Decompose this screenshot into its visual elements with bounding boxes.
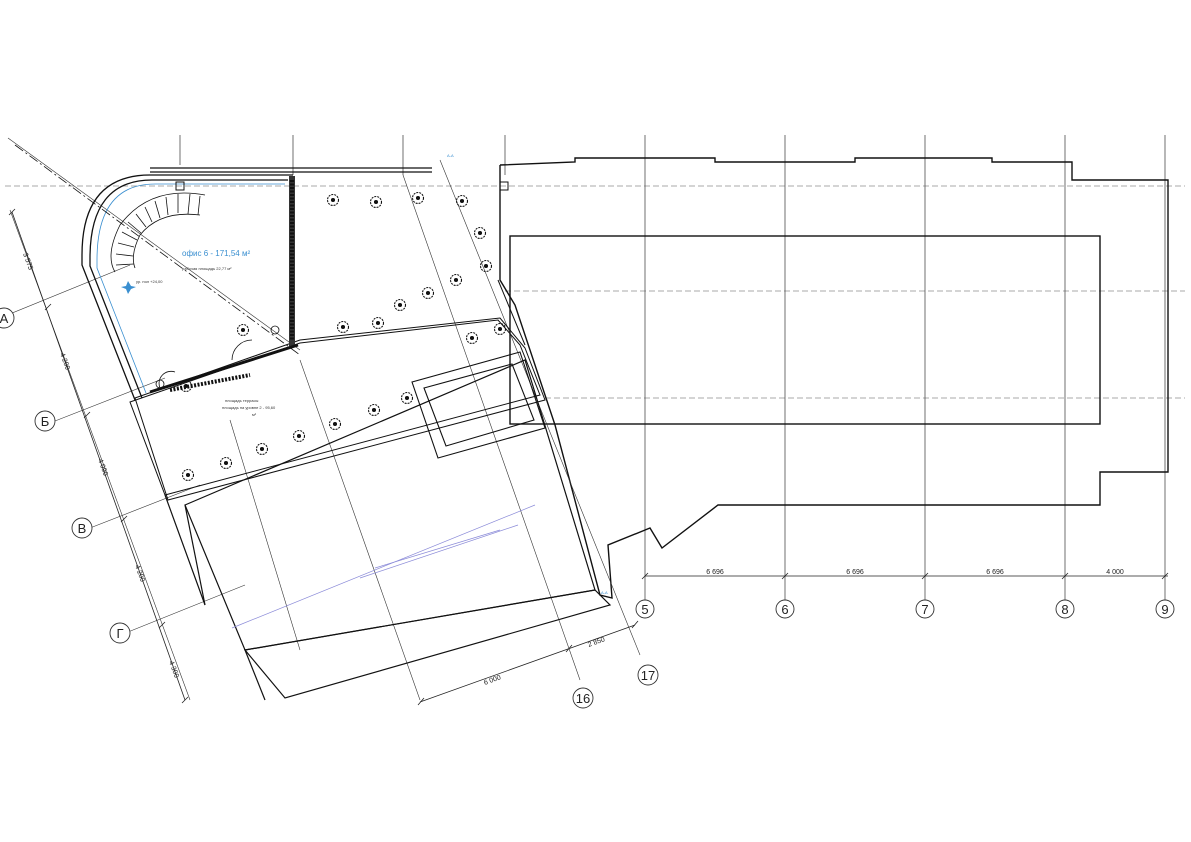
section-line [14, 144, 301, 356]
grid-axes-rotated [0, 137, 641, 701]
axis-bubbles-diagonal [572, 664, 659, 709]
axis-bubbles-numeric [635, 599, 1175, 619]
axis-label-9: 9 [1161, 602, 1168, 617]
shrub-center [371, 407, 377, 413]
axis-label-b: Б [41, 414, 50, 429]
shrub-icon [236, 323, 250, 337]
dimension-line-left [8, 208, 189, 704]
shrub-center [223, 460, 229, 466]
shrub-icon [255, 442, 269, 456]
shrub-icon [219, 456, 233, 470]
shrub-icon [367, 403, 381, 417]
axis-label-g: Г [116, 626, 123, 641]
shrub-center [425, 290, 431, 296]
shrub-icon [465, 331, 479, 345]
blue-markers [121, 281, 136, 294]
shrub-center [330, 197, 336, 203]
shrub-center [340, 324, 346, 330]
dimension-line-horizontal [641, 572, 1169, 580]
shrub-center [477, 230, 483, 236]
main-building-outline [499, 157, 1169, 599]
shrub-icon [181, 468, 195, 482]
shrub-center [259, 446, 265, 452]
spiral-stair-icon [110, 192, 206, 273]
dim-label-2: 6 696 [846, 569, 864, 576]
dim-left-3: 4 090 [96, 458, 109, 477]
shrub-center [397, 302, 403, 308]
dim-label-1: 6 696 [706, 569, 724, 576]
shrub-center [404, 395, 410, 401]
shrub-icon [179, 379, 193, 393]
axis-label-a: А [0, 311, 9, 326]
axis-bubbles-letter [0, 307, 131, 644]
shrub-icon [292, 429, 306, 443]
shrub-icon [493, 322, 507, 336]
shrub-icon [371, 316, 385, 330]
shrub-icon [326, 193, 340, 207]
axis-label-17: 17 [641, 668, 655, 683]
shrub-icon [473, 226, 487, 240]
shrub-icon [369, 195, 383, 209]
skylight-outline [411, 351, 546, 459]
terrace-label-2: площадь на уровне 2 - 95,60 [222, 405, 276, 410]
shrub-center [459, 198, 465, 204]
shrub-icon [455, 194, 469, 208]
axis-label-v: В [78, 521, 87, 536]
shrub-center [185, 472, 191, 478]
shrub-icon [479, 259, 493, 273]
shrub-center [375, 320, 381, 326]
section-mark-top: А-А [447, 153, 454, 158]
shrub-center [415, 195, 421, 201]
door-swings [155, 325, 280, 389]
shrub-center [183, 383, 189, 389]
dim-diag-1: 6 000 [483, 674, 502, 687]
terrace-label-1: площадь террасы [225, 398, 259, 403]
section-mark-bottom: А-А [601, 590, 608, 595]
axis-label-8: 8 [1061, 602, 1068, 617]
shrub-icon [393, 298, 407, 312]
terrace-label-3: м² [252, 412, 257, 417]
dim-left-5: 4 300 [167, 660, 180, 679]
shrub-group [179, 191, 507, 482]
dim-left-2: 4 200 [58, 352, 71, 371]
shrub-icon [400, 391, 414, 405]
axis-label-6: 6 [781, 602, 788, 617]
shrub-center [332, 421, 338, 427]
axis-label-5: 5 [641, 602, 648, 617]
shrub-icon [336, 320, 350, 334]
shrub-center [296, 433, 302, 439]
room-area-label: офис 6 - 171,54 м² [182, 249, 250, 258]
dim-left-1: 3 575 [21, 252, 34, 271]
shrub-icon [411, 191, 425, 205]
shrub-center [469, 335, 475, 341]
shrub-center [373, 199, 379, 205]
shrub-icon [449, 273, 463, 287]
room-sub-label: рабочая площадь 22,77 м² [182, 266, 232, 271]
dim-label-4: 4 000 [1106, 569, 1124, 576]
shrub-center [497, 326, 503, 332]
lower-wing-outline [164, 359, 612, 701]
grid-axes-vertical [179, 135, 1166, 600]
dim-left-4: 4 200 [133, 564, 146, 583]
planter-strips [169, 180, 294, 392]
office-room-outline [81, 167, 432, 401]
axis-label-7: 7 [921, 602, 928, 617]
axis-label-16: 16 [576, 691, 590, 706]
column-markers [175, 181, 509, 191]
office-south-wall [149, 343, 299, 394]
shrub-icon [328, 417, 342, 431]
dim-label-3: 6 696 [986, 569, 1004, 576]
shrub-icon [421, 286, 435, 300]
office-inner-accent [96, 183, 285, 394]
shrub-center [453, 277, 459, 283]
level-mark: ур. пол +24,00 [136, 279, 163, 284]
guide-lines [231, 504, 536, 629]
shrub-center [483, 263, 489, 269]
grid-axes-horizontal [5, 185, 1185, 399]
dim-diag-2: 2 850 [587, 636, 606, 649]
shrub-center [240, 327, 246, 333]
dimension-line-diagonal [417, 620, 639, 706]
